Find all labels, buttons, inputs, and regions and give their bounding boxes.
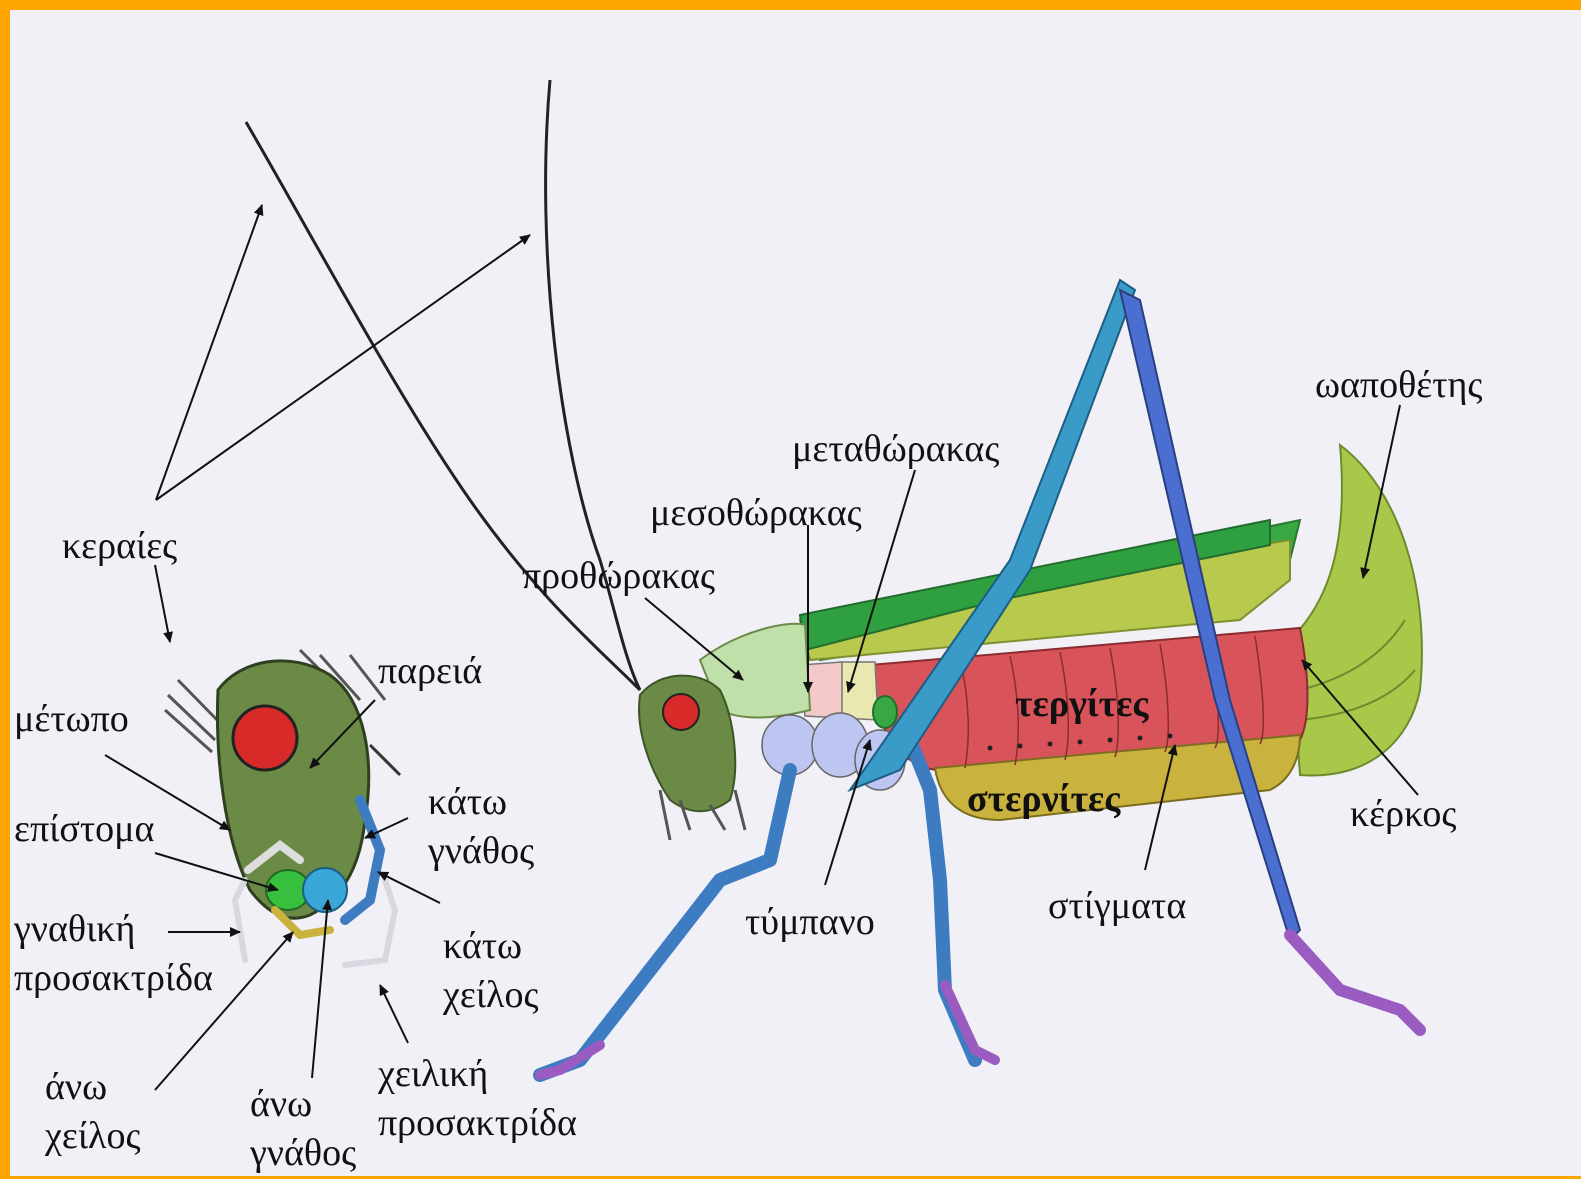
label-upper-lip: άνω χείλος (45, 1063, 141, 1162)
label-labial-palp-l2: προσακτρίδα (378, 1099, 577, 1148)
label-upper-lip-l1: άνω (45, 1063, 141, 1112)
label-prothorax: προθώρακας (522, 557, 715, 595)
label-lower-jaw-l2: γνάθος (428, 827, 534, 876)
label-cercus: κέρκος (1350, 795, 1456, 833)
label-maxillary-palp: γναθική προσακτρίδα (14, 905, 213, 1004)
antenna-right (546, 80, 640, 690)
label-labial-palp-l1: χειλική (378, 1050, 577, 1099)
label-sternites: στερνίτες (967, 780, 1120, 818)
label-metathorax: μεταθώρακας (792, 430, 999, 468)
antenna-left (246, 122, 640, 690)
label-upper-jaw-l2: γνάθος (250, 1129, 356, 1178)
label-spiracles: στίγματα (1048, 887, 1186, 925)
label-mesothorax: μεσοθώρακας (650, 494, 862, 532)
label-ovipositor: ωαποθέτης (1315, 366, 1482, 404)
label-labial-palp: χειλική προσακτρίδα (378, 1050, 577, 1149)
label-upper-lip-l2: χείλος (45, 1112, 141, 1161)
ovipositor-shape (1290, 445, 1422, 775)
label-lower-jaw-l1: κάτω (428, 778, 534, 827)
label-upper-jaw: άνω γνάθος (250, 1080, 356, 1179)
label-tympanum: τύμπανο (745, 903, 875, 941)
label-epistome: επίστομα (14, 810, 154, 848)
small-eye (233, 706, 297, 770)
tympanum-shape (873, 696, 897, 728)
label-upper-jaw-l1: άνω (250, 1080, 356, 1129)
label-lower-lip-l1: κάτω (443, 922, 539, 971)
label-cheek: παρειά (378, 652, 482, 690)
label-antennae: κεραίες (62, 527, 177, 565)
label-lower-jaw: κάτω γνάθος (428, 778, 534, 877)
label-lower-lip-l2: χείλος (443, 971, 539, 1020)
label-maxillary-palp-l2: προσακτρίδα (14, 954, 213, 1003)
label-forehead: μέτωπο (14, 700, 129, 738)
label-maxillary-palp-l1: γναθική (14, 905, 213, 954)
label-lower-lip: κάτω χείλος (443, 922, 539, 1021)
large-eye (663, 694, 699, 730)
label-tergites: τεργίτες (1015, 685, 1148, 723)
